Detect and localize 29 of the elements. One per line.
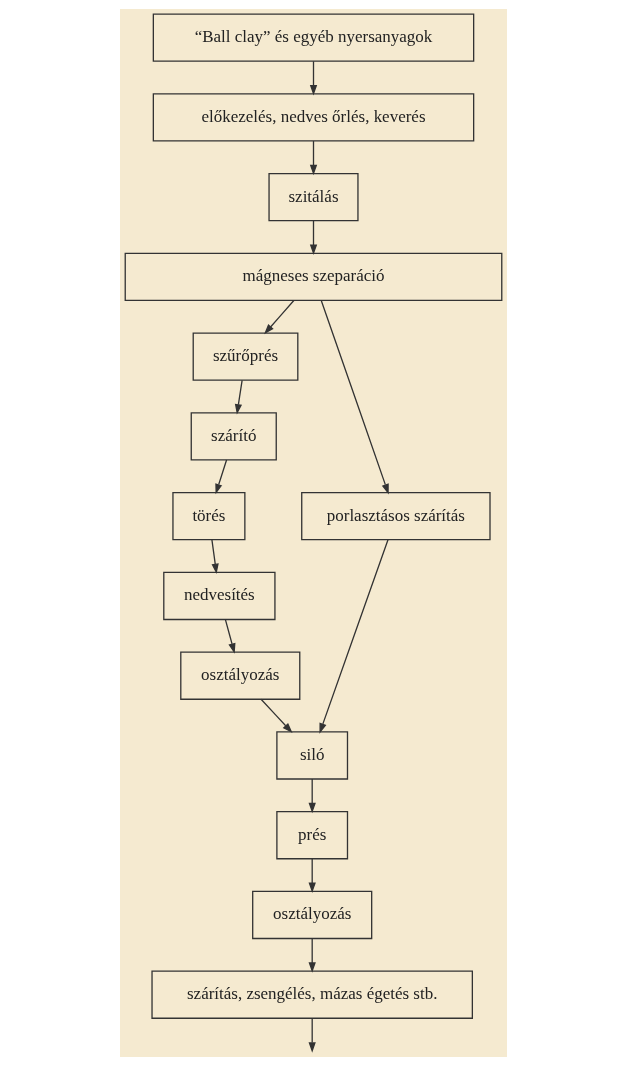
arrow — [309, 220, 317, 256]
arrow — [309, 140, 317, 176]
node-box: siló — [275, 731, 348, 780]
arrow — [214, 459, 227, 495]
node-box: prés — [275, 811, 348, 860]
node-box: nedvesítés — [162, 571, 276, 621]
node-box: szárítás, zsengélés, mázas égetés stb. — [150, 970, 473, 1019]
arrow — [308, 778, 316, 814]
node-box: porlasztásos szárítás — [300, 492, 491, 541]
arrow — [210, 539, 219, 575]
arrow — [308, 937, 316, 973]
arrow — [234, 379, 243, 415]
node-box: osztályozás — [251, 890, 372, 940]
node-box: mágneses szeparáció — [124, 252, 502, 302]
arrow — [318, 539, 389, 734]
arrow — [259, 698, 293, 734]
arrow — [263, 299, 294, 335]
node-box: előkezelés, nedves őrlés, keverés — [152, 93, 474, 142]
arrow — [308, 858, 316, 894]
arrow — [309, 60, 317, 96]
node-box: szárító — [190, 412, 277, 461]
node-box: “Ball clay” és egyéb nyersanyagok — [152, 13, 474, 62]
arrow — [320, 299, 389, 495]
node-box: szűrőprés — [192, 332, 298, 381]
arrow — [224, 618, 235, 654]
node-box: szitálás — [267, 173, 359, 222]
node-box: osztályozás — [179, 651, 300, 700]
node-box: törés — [171, 492, 245, 541]
arrow — [308, 1017, 316, 1053]
